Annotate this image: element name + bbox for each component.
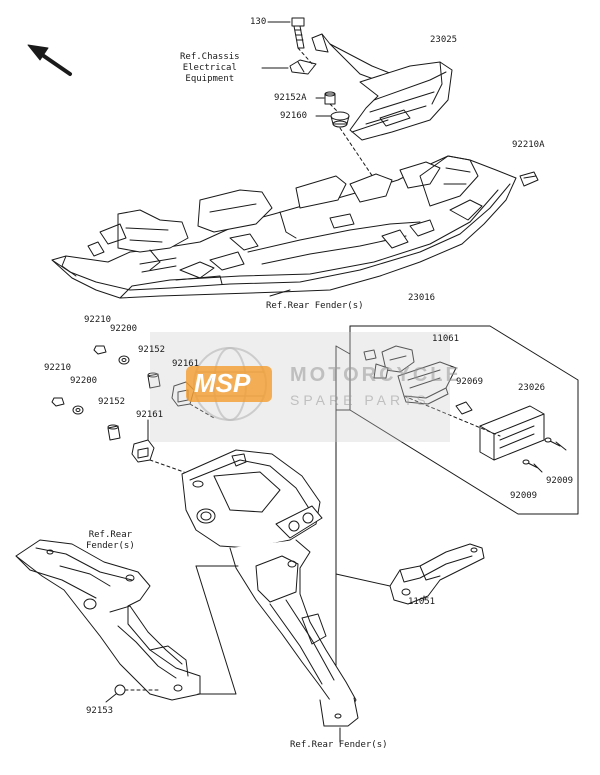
washer-92200-a	[118, 355, 130, 365]
label-23016: 23016	[408, 293, 436, 303]
label-92210A: 92210A	[512, 140, 545, 150]
taillight-23025	[311, 33, 453, 141]
label-92200-a: 92200	[110, 324, 138, 334]
label-ref-rear-fender-bottom: Ref.Rear Fender(s)	[290, 740, 388, 750]
label-92160: 92160	[280, 111, 308, 121]
label-130: 130	[250, 17, 267, 27]
label-92210-b: 92210	[44, 363, 72, 373]
bolt-130	[291, 17, 305, 49]
label-92009-a: 92009	[546, 476, 574, 486]
label-92200-b: 92200	[70, 376, 98, 386]
chassis-clip	[289, 59, 317, 75]
label-ref-chassis: Ref.Chassis Electrical Equipment	[180, 52, 240, 84]
label-92069: 92069	[456, 377, 484, 387]
label-92152-b: 92152	[98, 397, 126, 407]
collar-92152-a	[147, 372, 161, 389]
bulb-socket	[363, 345, 415, 379]
bracket-11051	[389, 543, 485, 605]
collar-92152A	[324, 91, 336, 105]
screw-92153	[114, 684, 161, 696]
nut-92210-b	[51, 397, 65, 407]
label-92009-b: 92009	[510, 491, 538, 501]
label-23026: 23026	[518, 383, 546, 393]
screw-92009-a	[544, 437, 567, 451]
label-92152-a: 92152	[138, 345, 166, 355]
watermark-line2: SPARE PARTS	[290, 392, 430, 408]
damper-92160	[330, 111, 350, 128]
label-ref-rear-fender-top: Ref.Rear Fender(s)	[266, 301, 364, 311]
frame-line-bottom	[195, 565, 237, 695]
connector-line-11051	[335, 573, 391, 587]
collar-92152-b	[107, 424, 121, 441]
orientation-arrow-icon	[27, 44, 72, 76]
label-92152A: 92152A	[274, 93, 307, 103]
screw-92210A	[519, 171, 539, 187]
nut-92210-a	[93, 345, 107, 355]
label-ref-rear-fender-left: Ref.Rear Fender(s)	[86, 530, 135, 551]
label-11051: 11051	[408, 597, 436, 607]
label-92210-a: 92210	[84, 315, 112, 325]
rear-fender-cowl	[51, 155, 517, 299]
screw-92009-b	[522, 459, 543, 473]
label-92161-b: 92161	[136, 410, 164, 420]
grommet-92069	[455, 401, 473, 415]
rear-fender-left-piece	[15, 539, 201, 701]
label-11061: 11061	[432, 334, 460, 344]
label-23025: 23025	[430, 35, 458, 45]
watermark-logo: MSP	[194, 368, 251, 398]
license-plate-bracket	[181, 449, 359, 727]
washer-92200-b	[72, 405, 84, 415]
label-92161-a: 92161	[172, 359, 200, 369]
lens-23026	[479, 405, 545, 461]
watermark-line1: MOTORCYCLE	[290, 364, 462, 386]
label-92153: 92153	[86, 706, 114, 716]
